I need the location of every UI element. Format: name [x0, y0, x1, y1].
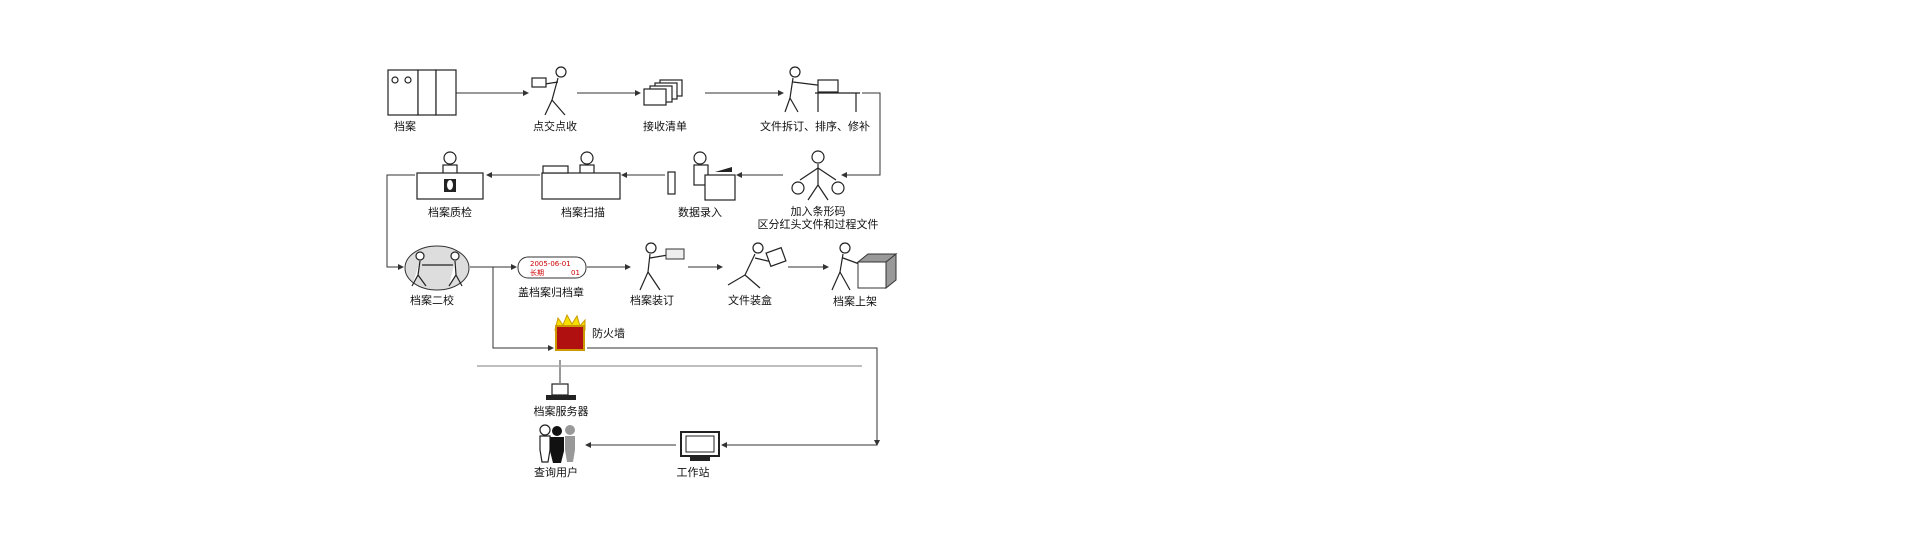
query-users-icon — [539, 424, 575, 463]
label-barcode-sub: 区分红头文件和过程文件 — [758, 217, 879, 231]
label-second-check: 档案二校 — [410, 293, 454, 307]
stamp-number: 01 — [571, 269, 580, 277]
label-query-users: 查询用户 — [534, 465, 578, 479]
label-workstation: 工作站 — [677, 465, 710, 479]
person-at-table-icon — [784, 66, 860, 113]
stamp-term: 长期 — [530, 268, 544, 277]
person-with-bags-icon — [791, 150, 845, 201]
server-computer-icon — [546, 383, 576, 400]
workstation-icon — [680, 431, 720, 461]
quality-check-desk-icon — [416, 151, 484, 200]
label-binding: 档案装订 — [630, 293, 674, 307]
person-carrying-icon — [531, 66, 567, 116]
person-boxing-icon — [727, 242, 787, 289]
label-quality-check: 档案质检 — [428, 205, 472, 219]
label-server: 档案服务器 — [534, 404, 589, 418]
person-binding-icon — [639, 242, 685, 291]
documents-stack-icon — [643, 79, 683, 106]
archive-stamp: 2005-06-01 长期 01 — [517, 256, 587, 279]
label-barcode: 加入条形码 — [791, 204, 846, 218]
label-scan: 档案扫描 — [561, 205, 605, 219]
label-receipt-list: 接收清单 — [643, 119, 687, 133]
label-stamp: 盖档案归档章 — [518, 285, 584, 299]
label-data-entry: 数据录入 — [678, 205, 722, 219]
label-shelving: 档案上架 — [833, 294, 877, 308]
label-firewall: 防火墙 — [592, 326, 625, 340]
data-entry-operator-icon — [667, 151, 736, 201]
scanner-desk-icon — [541, 151, 621, 200]
label-boxing: 文件装盒 — [728, 293, 772, 307]
label-handover: 点交点收 — [533, 119, 577, 133]
label-archive: 档案 — [394, 119, 416, 133]
person-shelving-icon — [831, 242, 898, 291]
globe-people-icon — [404, 245, 470, 291]
stamp-date: 2005-06-01 — [530, 260, 571, 268]
connectors — [386, 90, 881, 448]
label-unbind-sort: 文件拆订、排序、修补 — [760, 119, 870, 133]
archive-cabinet-icon — [387, 69, 457, 116]
firewall-icon — [554, 313, 586, 351]
